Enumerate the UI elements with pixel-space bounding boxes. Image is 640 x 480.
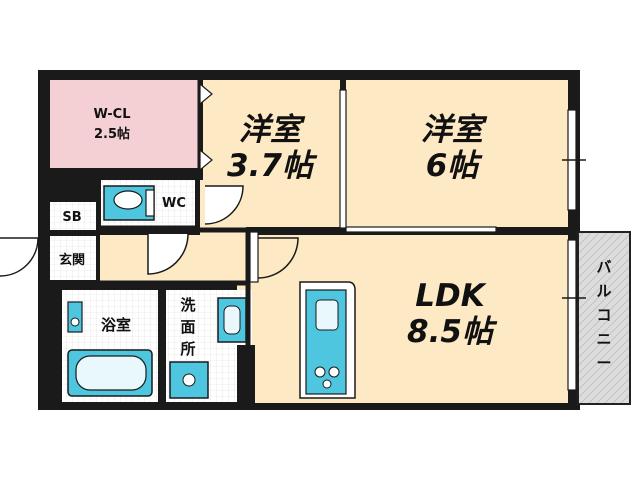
bath-label: 浴室: [101, 316, 131, 334]
toilet-icon: [103, 185, 155, 221]
sb-floor: [50, 202, 96, 230]
senmenjo-label-2: 面: [180, 318, 195, 336]
ldk-label: LDK: [415, 278, 486, 314]
ldk-floor: [237, 235, 568, 403]
bath-wall: [158, 290, 166, 402]
balcony-label-4: ニ: [596, 330, 611, 348]
balcony-label-2: ル: [596, 282, 611, 300]
washing-machine-icon: [169, 361, 209, 399]
balcony-label-5: ー: [596, 354, 611, 372]
western2-floor: [346, 80, 568, 227]
washbasin-icon: [217, 297, 247, 343]
bathtub-icon: [67, 349, 153, 397]
window-ticks: [562, 159, 586, 299]
closet-doors: [199, 82, 213, 172]
shower-icon: [67, 301, 83, 333]
wcl-size: 2.5帖: [94, 126, 130, 142]
genkan-label: 玄関: [59, 252, 85, 268]
genkan-floor: [50, 236, 96, 280]
western1-label: 洋室: [239, 112, 306, 148]
wc-label: WC: [162, 196, 186, 211]
senmen-wall: [237, 345, 255, 403]
balcony-label-1: バ: [596, 258, 611, 276]
balcony-label-3: コ: [596, 306, 611, 324]
wcl-label: W-CL: [94, 107, 131, 122]
wcl-floor: [50, 80, 198, 168]
western2-size: 6帖: [426, 148, 484, 184]
sb-label: SB: [62, 210, 81, 225]
door-swings: [0, 185, 299, 279]
senmenjo-label-1: 洗: [180, 296, 195, 314]
western1-size: 3.7帖: [227, 148, 318, 184]
ldk-size: 8.5帖: [407, 314, 498, 350]
balcony-floor: [577, 231, 631, 405]
kitchen-counter-icon: [299, 281, 356, 399]
western2-label: 洋室: [421, 112, 488, 148]
senmenjo-label-3: 所: [180, 340, 195, 358]
